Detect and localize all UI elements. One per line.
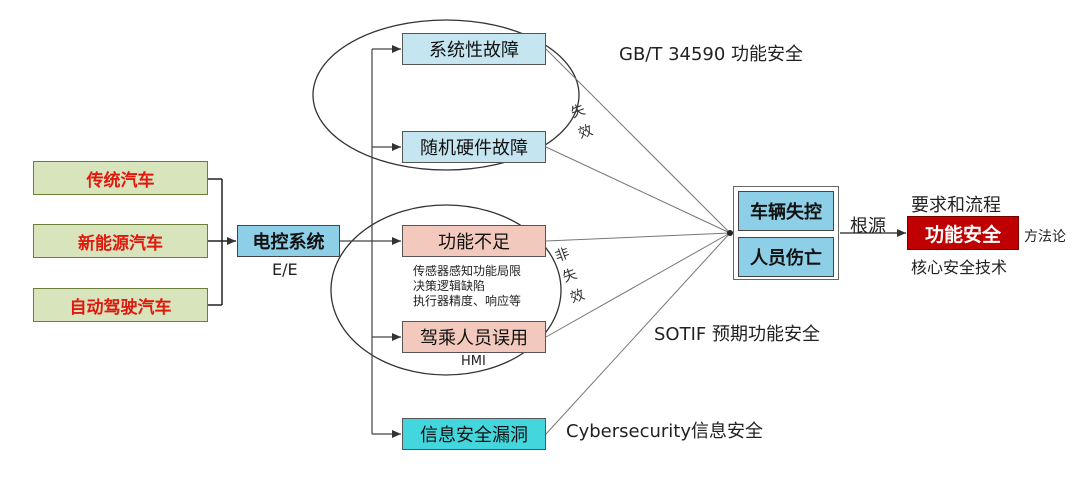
root-cause-label: 根源 xyxy=(850,216,886,237)
security-vulnerability-box: 信息安全漏洞 xyxy=(402,418,546,450)
insufficiency-note-actuator: 执行器精度、响应等 xyxy=(413,294,522,308)
systematic-fault-box: 系统性故障 xyxy=(402,33,546,65)
standard-cybersecurity: Cybersecurity信息安全 xyxy=(566,421,763,442)
vehicle-autonomous: 自动驾驶汽车 xyxy=(33,288,208,322)
functional-safety-bottom-label: 核心安全技术 xyxy=(911,258,1008,277)
casualties-box: 人员伤亡 xyxy=(738,237,834,277)
standard-sotif: SOTIF 预期功能安全 xyxy=(654,324,820,345)
functional-safety-top-label: 要求和流程 xyxy=(911,195,1001,216)
ecu-branches xyxy=(340,45,401,438)
vehicle-traditional: 传统汽车 xyxy=(33,161,208,195)
insufficient-function-box: 功能不足 xyxy=(402,225,546,257)
outcome-group: 车辆失控 人员伤亡 xyxy=(733,186,839,280)
ecu-sublabel: E/E xyxy=(272,260,298,279)
sotif-ellipse xyxy=(330,204,562,376)
loss-of-control-box: 车辆失控 xyxy=(738,191,834,231)
hmi-label: HMI xyxy=(461,354,486,369)
insufficiency-note-sensor: 传感器感知功能局限 xyxy=(413,264,522,278)
standard-functional-safety: GB/T 34590 功能安全 xyxy=(619,44,804,65)
convergence-lines xyxy=(545,48,731,435)
vehicle-new-energy: 新能源汽车 xyxy=(33,224,208,258)
ecu-box: 电控系统 xyxy=(237,225,340,257)
random-hardware-fault-box: 随机硬件故障 xyxy=(402,131,546,163)
functional-safety-box: 功能安全 xyxy=(907,216,1019,250)
driver-misuse-box: 驾乘人员误用 xyxy=(402,321,546,353)
insufficiency-note-decision: 决策逻辑缺陷 xyxy=(413,279,486,293)
functional-safety-right-label: 方法论 xyxy=(1024,229,1066,245)
vehicle-bracket xyxy=(208,178,236,306)
functional-safety-ellipse xyxy=(312,19,580,171)
